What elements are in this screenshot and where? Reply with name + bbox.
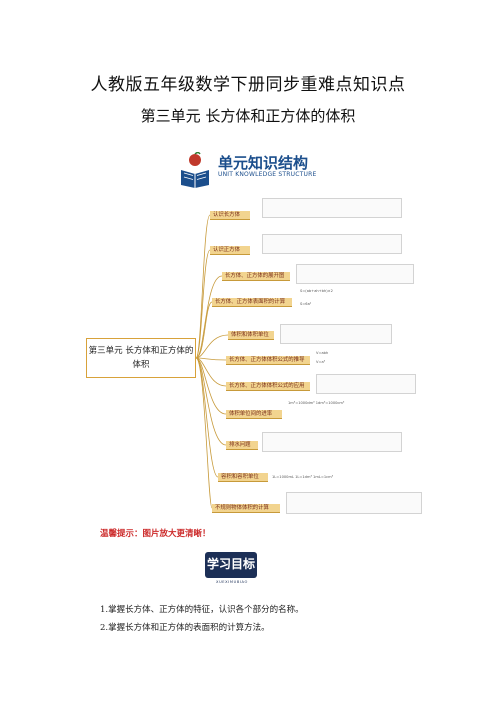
mindmap-root-line-1: 第三单元 长方体和正方体的 [88,346,194,356]
branch-cube: 认识正方体 [210,246,250,255]
goal-item-2: 2.掌握长方体和正方体的表面积的计算方法。 [100,623,270,633]
mindmap-subtitle: UNIT KNOWLEDGE STRUCTURE [218,171,317,178]
branch-water-displacement: 排水问题 [226,441,258,450]
branch-volume-application: 长方体、正方体体积公式的应用 [226,382,310,391]
branch-capacity: 容积和容积单位 [218,473,268,482]
branch-unit-rates: 体积单位间的进率 [226,410,282,419]
zoom-tip: 温馨提示：图片放大更清晰！ [100,529,211,539]
branch-cuboid: 认识长方体 [210,211,250,220]
document-title: 人教版五年级数学下册同步重难点知识点 [90,75,406,95]
branch-volume-application-note [316,374,416,394]
learning-goals-title: 学习目标 [206,557,255,571]
formula-cube-volume: V=a³ [316,360,326,364]
formula-cube-surface: S=6a² [300,302,312,306]
mindmap-title: 单元知识结构 [218,154,309,172]
branch-capacity-leaf: 1L=1000mL 1L=1dm³ 1mL=1cm³ [272,475,334,479]
branch-cuboid-note [262,198,402,218]
mindmap-root: 第三单元 长方体和正方体的 体积 [86,338,196,378]
branch-volume-units-note [280,324,392,344]
branch-water-note [262,432,402,452]
formula-volume: V=abh [316,351,329,355]
branch-nets: 长方体、正方体的展开图 [222,272,290,281]
branch-nets-note [296,264,414,284]
branch-volume-derivation: 长方体、正方体体积公式的推导 [226,356,310,365]
unit-title: 第三单元 长方体和正方体的体积 [140,107,356,125]
branch-volume-units: 体积和体积单位 [228,331,274,340]
book-icon [178,151,216,188]
goal-item-1: 1.掌握长方体、正方体的特征，认识各个部分的名称。 [100,605,304,615]
branch-irregular-note [286,492,422,514]
learning-goals-badge: 学习目标 [205,552,257,578]
formula-surface: S=(ab+ah+bh)×2 [300,289,333,293]
branch-cube-note [262,234,402,254]
branch-irregular-volume: 不规则物体体积的计算 [212,504,280,513]
branch-surface-area: 长方体、正方体表面积的计算 [212,298,292,307]
learning-goals-pinyin: XUEXIMUBIAO [216,580,248,584]
mindmap-root-line-2: 体积 [132,360,150,370]
branch-unit-rates-leaf: 1m³=1000dm³ 1dm³=1000cm³ [288,401,345,405]
